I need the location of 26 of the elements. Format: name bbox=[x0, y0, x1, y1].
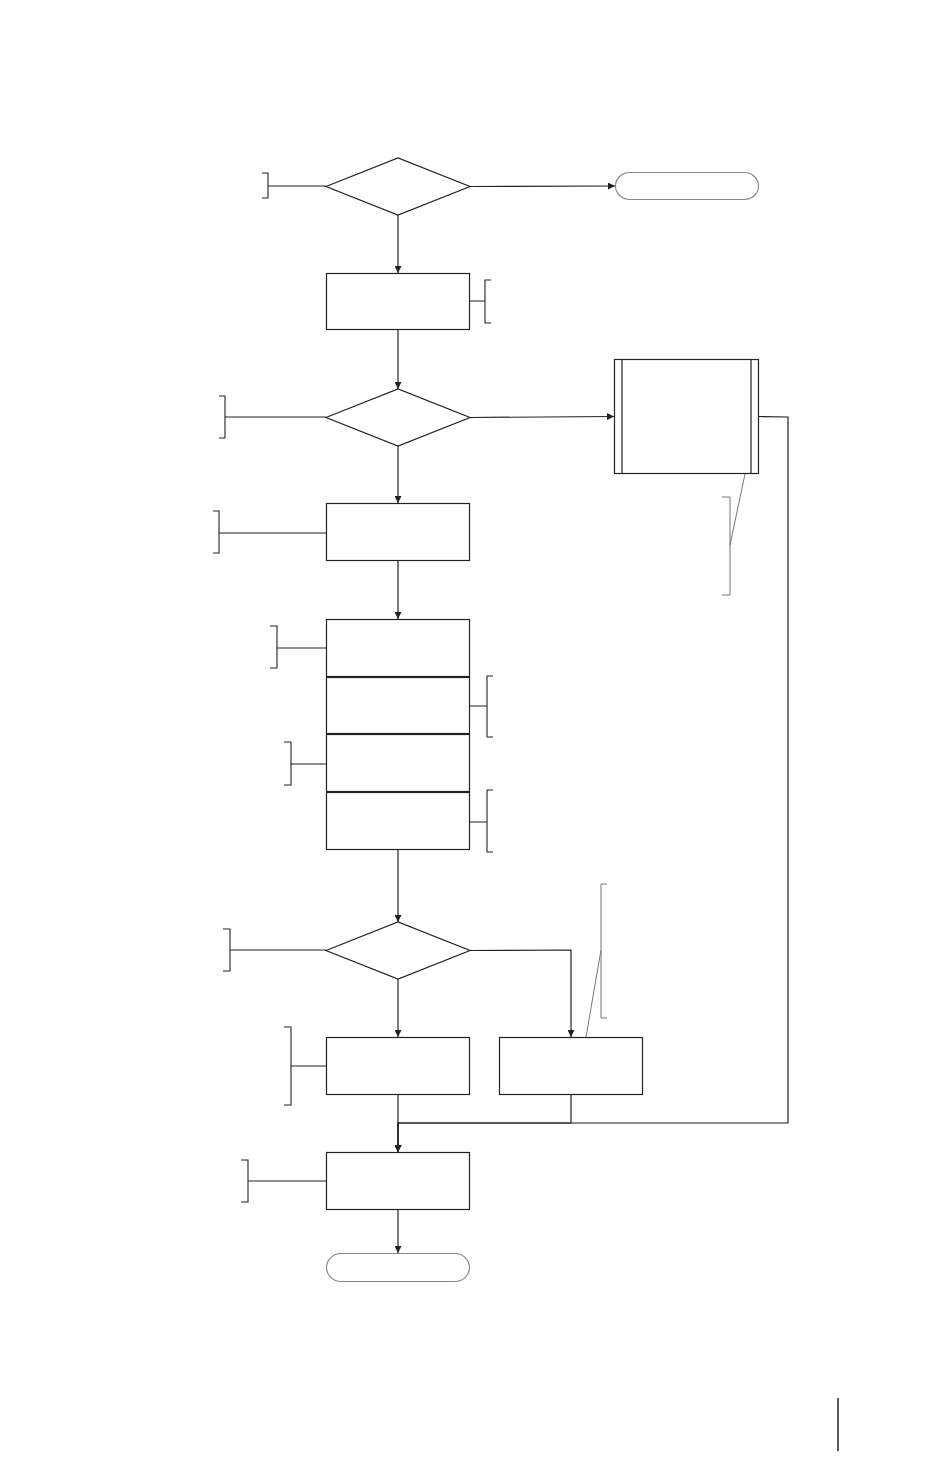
arrow bbox=[394, 849, 402, 923]
process-box bbox=[326, 1037, 470, 1095]
process-box bbox=[326, 734, 470, 792]
process-box bbox=[499, 1037, 643, 1095]
arrow bbox=[469, 182, 616, 190]
terminator-shape bbox=[326, 1253, 470, 1282]
predefined-process-box bbox=[614, 359, 759, 474]
process-box bbox=[326, 1152, 470, 1210]
terminator-shape bbox=[615, 172, 759, 200]
process-box bbox=[326, 273, 470, 330]
arrow bbox=[394, 415, 789, 1153]
arrow bbox=[394, 560, 402, 620]
process-box bbox=[326, 792, 470, 850]
arrow bbox=[394, 445, 402, 504]
process-box bbox=[326, 677, 470, 734]
decision-diamond bbox=[326, 922, 470, 979]
decision-diamond bbox=[326, 389, 470, 446]
arrow bbox=[394, 329, 402, 390]
arrow bbox=[469, 949, 575, 1038]
arrow bbox=[469, 413, 615, 421]
arrow bbox=[394, 1209, 402, 1254]
arrow bbox=[394, 214, 402, 274]
process-box bbox=[326, 619, 470, 677]
process-box bbox=[326, 503, 470, 561]
decision-diamond bbox=[326, 158, 470, 215]
arrow bbox=[394, 978, 402, 1038]
